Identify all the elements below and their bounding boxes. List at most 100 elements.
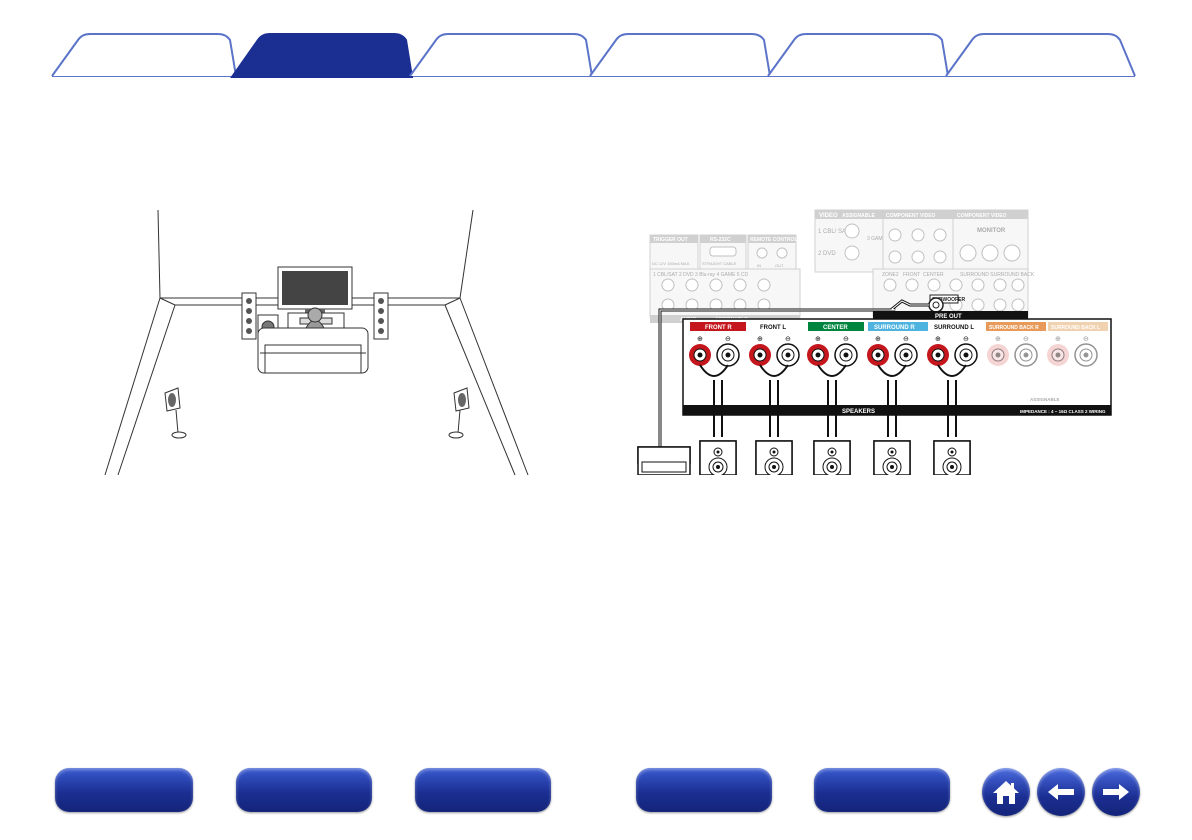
cable-front-l xyxy=(759,364,789,437)
surround-left-speaker-icon xyxy=(164,387,187,439)
label-dvd: 2 DVD xyxy=(818,251,836,257)
nav-button-5[interactable] xyxy=(814,768,950,812)
label-remote-control: REMOTE CONTROL xyxy=(750,237,798,243)
label-front-l: FRONT L xyxy=(760,325,786,331)
svg-text:⊕: ⊕ xyxy=(1055,336,1061,343)
svg-text:⊕: ⊕ xyxy=(815,336,821,343)
subwoofer-unit-icon xyxy=(637,446,691,475)
label-pre-center: CENTER xyxy=(923,272,944,278)
label-surround-back-r: SURROUND BACK R xyxy=(989,325,1039,331)
label-subwoofer: SUBWOOFER xyxy=(932,297,965,303)
terminal-pair-surround-l: ⊕⊖ xyxy=(927,336,978,367)
cable-surround-l xyxy=(937,364,967,437)
terminal-pair-surround-r: ⊕⊖ xyxy=(867,336,918,367)
speaker-units xyxy=(699,440,971,475)
label-component-video: COMPONENT VIDEO xyxy=(886,213,936,219)
label-front-r-bg xyxy=(690,322,746,331)
nav-button-4[interactable] xyxy=(636,768,772,812)
cable-front-r xyxy=(699,364,729,437)
svg-text:⊖: ⊖ xyxy=(903,336,909,343)
label-speakers: SPEAKERS xyxy=(842,409,875,415)
label-surround-r-bg xyxy=(868,322,928,331)
label-assignable-1: ASSIGNABLE xyxy=(842,213,875,219)
tab-2-active[interactable] xyxy=(230,33,414,78)
terminal-pair-surround-back-l: ⊕⊖ xyxy=(1047,336,1098,367)
speaker-center-icon xyxy=(813,440,851,475)
arrow-right-icon xyxy=(1103,784,1129,800)
front-left-speaker-icon xyxy=(241,292,257,340)
label-rs232c: RS-232C xyxy=(710,237,731,243)
speaker-connection-diagram: VIDEO ASSIGNABLE 1 CBL/ SAT 2 DVD 3 GAME… xyxy=(637,209,1112,475)
label-video: VIDEO xyxy=(819,213,838,219)
label-pre-out: PRE OUT xyxy=(935,314,962,320)
sofa-icon xyxy=(257,307,369,374)
label-component-video-out: COMPONENT VIDEO xyxy=(957,213,1007,219)
svg-text:⊖: ⊖ xyxy=(725,336,731,343)
label-trigger-out: TRIGGER OUT xyxy=(653,237,688,243)
label-game: 3 GAME xyxy=(867,236,887,242)
label-surround-back-l: SURROUND BACK L xyxy=(1051,325,1100,331)
speaker-surround-l-icon xyxy=(933,440,971,475)
label-ir-out: OUT xyxy=(775,263,784,268)
room-layout-illustration xyxy=(104,209,529,476)
svg-text:⊖: ⊖ xyxy=(963,336,969,343)
rear-panel-upper: VIDEO ASSIGNABLE 1 CBL/ SAT 2 DVD 3 GAME… xyxy=(649,209,1035,323)
nav-button-2[interactable] xyxy=(236,768,372,812)
label-straight-cable: STRAIGHT CABLE xyxy=(702,261,737,266)
speaker-cables xyxy=(699,364,967,437)
svg-text:⊖: ⊖ xyxy=(1023,336,1029,343)
forward-button[interactable] xyxy=(1092,768,1140,816)
svg-text:⊖: ⊖ xyxy=(1083,336,1089,343)
terminal-pair-front-l: ⊕⊖ xyxy=(749,336,800,367)
home-icon xyxy=(993,781,1019,804)
label-surround-r: SURROUND R xyxy=(874,325,915,331)
label-pre-surround: SURROUND SURROUND BACK xyxy=(960,272,1035,278)
svg-text:⊕: ⊕ xyxy=(875,336,881,343)
tab-1[interactable] xyxy=(51,33,237,77)
surround-right-speaker-icon xyxy=(448,387,470,439)
tab-5[interactable] xyxy=(767,33,949,77)
subwoofer-label-box xyxy=(929,294,959,304)
tab-4[interactable] xyxy=(589,33,771,77)
svg-text:⊕: ⊕ xyxy=(935,336,941,343)
terminal-pair-center: ⊕⊖ xyxy=(807,336,858,367)
label-zone2: ZONE2 xyxy=(882,272,899,278)
label-ir-in: IN xyxy=(757,263,761,268)
front-right-speaker-icon xyxy=(373,292,389,340)
cable-center xyxy=(817,364,847,437)
home-button[interactable] xyxy=(982,768,1030,816)
nav-button-1[interactable] xyxy=(55,768,193,812)
label-surround-back-r-bg xyxy=(986,322,1046,331)
svg-text:⊕: ⊕ xyxy=(757,336,763,343)
label-center: CENTER xyxy=(823,325,848,331)
label-cbl-sat: 1 CBL/ SAT xyxy=(818,229,850,235)
label-surround-back-l-bg xyxy=(1048,322,1108,331)
tab-6[interactable] xyxy=(945,33,1136,77)
pre-out-bar xyxy=(873,311,1028,320)
label-impedance: IMPEDANCE : 4 ~ 16Ω CLASS 2 WIRING xyxy=(1020,409,1106,414)
cable-surround-r xyxy=(877,364,907,437)
label-pre-front: FRONT xyxy=(903,272,920,278)
label-assignable-3: ASSIGNABLE xyxy=(1030,397,1060,402)
speaker-front-r-icon xyxy=(699,440,737,475)
tab-bar xyxy=(51,33,1136,78)
label-monitor: MONITOR xyxy=(977,228,1006,234)
speaker-terminals: ⊕⊖⊕⊖⊕⊖⊕⊖⊕⊖⊕⊖⊕⊖ xyxy=(689,336,1098,367)
label-front-r: FRONT R xyxy=(705,325,732,331)
svg-text:⊖: ⊖ xyxy=(843,336,849,343)
label-center-bg xyxy=(808,322,864,331)
arrow-left-icon xyxy=(1048,784,1074,800)
terminal-pair-surround-back-r: ⊕⊖ xyxy=(987,336,1038,367)
svg-text:⊖: ⊖ xyxy=(785,336,791,343)
label-trigger-spec: DC 12V 150mA MAX. xyxy=(652,261,690,266)
back-button[interactable] xyxy=(1037,768,1085,816)
nav-button-3[interactable] xyxy=(415,768,551,812)
svg-text:⊕: ⊕ xyxy=(697,336,703,343)
label-audio-inputs: 1 CBL/SAT 2 DVD 3 Blu-ray 4 GAME 5 CD xyxy=(653,272,749,278)
speaker-front-l-icon xyxy=(755,440,793,475)
svg-text:⊕: ⊕ xyxy=(995,336,1001,343)
tab-3[interactable] xyxy=(409,33,593,77)
label-surround-l: SURROUND L xyxy=(934,325,974,331)
terminal-pair-front-r: ⊕⊖ xyxy=(689,336,740,367)
speaker-surround-r-icon xyxy=(873,440,911,475)
